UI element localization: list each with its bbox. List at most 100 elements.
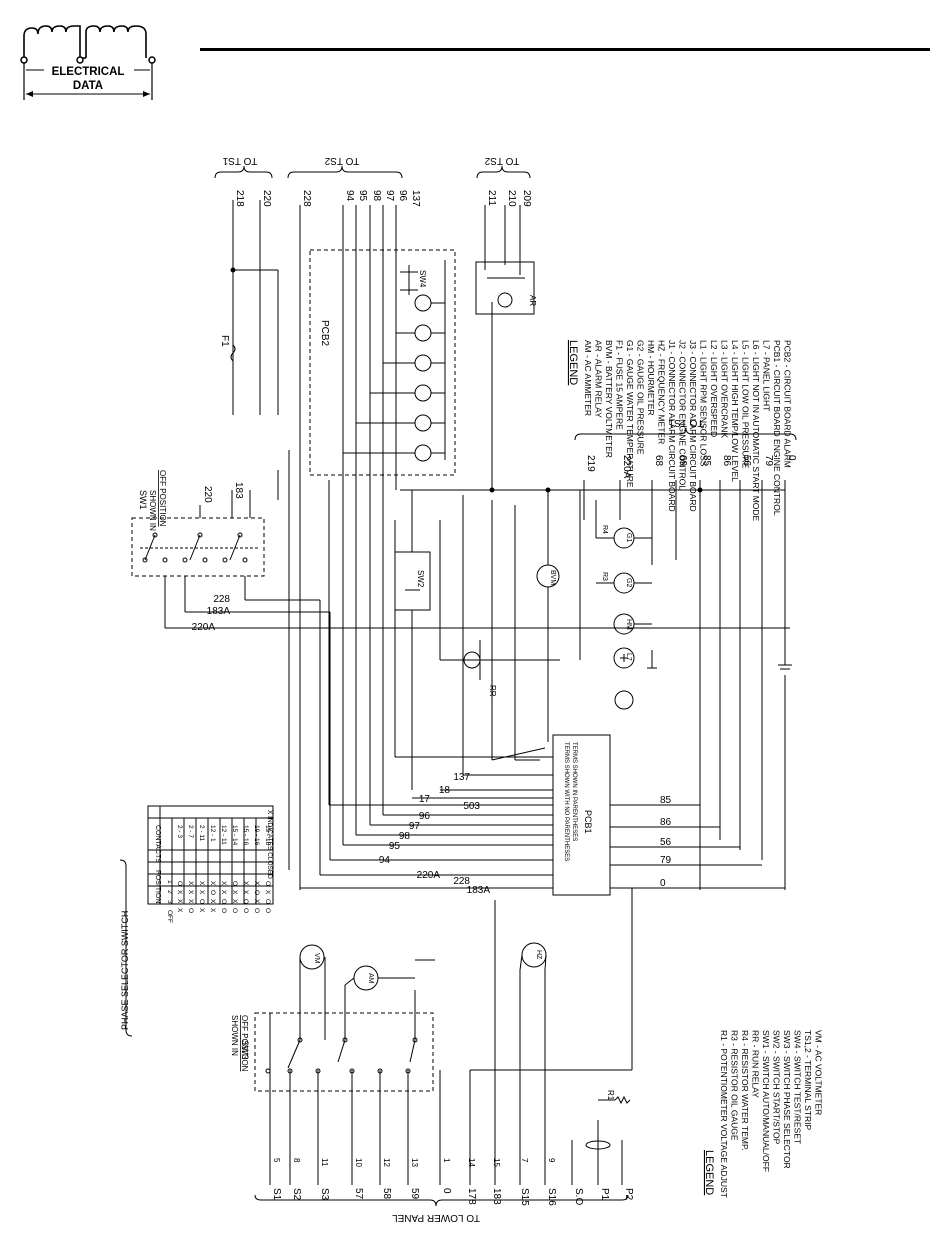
phase-state-cell: O — [198, 899, 205, 904]
logo-line2: DATA — [73, 80, 103, 92]
phase-state-cell: X — [242, 881, 249, 886]
sw4-label: SW4 — [418, 270, 427, 288]
pcb1-wire: 97 — [409, 821, 421, 832]
lower-terminal: 57 — [353, 1188, 364, 1200]
sw1-wire: 183 — [233, 482, 244, 499]
sw1-wire: 228 — [213, 594, 230, 605]
hm-label: HM — [625, 619, 632, 630]
phase-state-cell: X — [176, 908, 183, 913]
pcb1-wire: 228 — [453, 876, 470, 887]
phase-contact-cell: 19 - 16 — [253, 825, 260, 846]
wire-label: 0 — [786, 455, 797, 461]
lower-wire-num: 7 — [520, 1158, 529, 1163]
sw1-name: SW1 — [138, 490, 148, 510]
pcb1-out-wire: 56 — [660, 837, 672, 848]
legend-item: L6 - LIGHT NOT IN AUTOMATIC START MODE — [751, 340, 761, 522]
phase-state-cell: O — [242, 899, 249, 904]
r1-label: R1 — [606, 1090, 615, 1101]
pcb1-out-wire: 85 — [660, 795, 672, 806]
lower-wire-num: 14 — [467, 1158, 476, 1167]
r4-label: R4 — [601, 525, 608, 534]
lower-terminal: 59 — [409, 1188, 420, 1200]
phase-state-cell: X — [198, 881, 205, 886]
g2-label: G2 — [625, 578, 632, 587]
wire-label: 137 — [410, 190, 421, 207]
phase-state-cell: X — [187, 899, 194, 904]
pcb1-out-wire: 86 — [660, 817, 672, 828]
phase-footnote: X INDICATES CLOSED — [266, 810, 273, 879]
phase-position-col: 2 — [166, 890, 173, 894]
legend-item: PCB2 - CIRCUIT BOARD ALARM — [783, 340, 793, 468]
lower-wire-num: 12 — [382, 1158, 391, 1167]
legend-item: R3 - RESISTOR OIL GAUGE — [730, 1030, 740, 1141]
sw3-note2: OFF POSITION — [240, 1015, 249, 1072]
pcb1-wire: 96 — [419, 811, 431, 822]
sw3-note1: SHOWN IN — [230, 1015, 239, 1056]
legend-item: TS1,2 - TERMINAL STRIP — [803, 1030, 813, 1130]
coil-left-icon — [23, 25, 81, 58]
wire-label: 79 — [763, 455, 774, 467]
phase-contact-cell: 2 - 7 — [187, 825, 194, 838]
wire-label: 94 — [344, 190, 355, 202]
legend-item: PCB1 - CIRCUIT BOARD ENGINE CONTROL — [772, 340, 782, 516]
legend-item: R4 - RESISTOR WATER TEMP. — [740, 1030, 750, 1151]
phase-state-cell: X — [231, 890, 238, 895]
legend-item: G2 - GAUGE OIL PRESSURE — [636, 340, 646, 455]
pcb1-wire: 98 — [399, 831, 411, 842]
phase-state-cell: X — [198, 890, 205, 895]
phase-state-cell: O — [264, 881, 271, 886]
phase-state-cell: X — [176, 899, 183, 904]
wire-label: 56 — [741, 455, 752, 467]
phase-state-cell: X — [187, 881, 194, 886]
wire-label: 85 — [701, 455, 712, 467]
lower-terminal: P1 — [599, 1188, 610, 1201]
ar-label: AR — [528, 295, 537, 306]
lower-wire-num: 10 — [354, 1158, 363, 1167]
legend-item: L5 - LIGHT LOW OIL PRESSURE — [741, 340, 751, 469]
legend-item: L1 - LIGHT RPM SENSOR LOSS — [699, 340, 709, 467]
f1-label: F1 — [219, 335, 230, 347]
vm-label: VM — [313, 953, 320, 964]
phase-state-cell: X — [220, 890, 227, 895]
pcb1-note1: TERMS SHOWN WITH NO PARENTHESES — [563, 742, 569, 861]
phase-state-cell: X — [220, 881, 227, 886]
phase-position-col: 3 — [166, 900, 173, 904]
phase-state-cell: O — [253, 890, 260, 895]
sw1-wire: 220 — [202, 486, 213, 503]
legend-item: J1 - CONNECTOR ALARM CIRCUIT BOARD — [667, 340, 677, 512]
phase-state-cell: X — [264, 890, 271, 895]
page-header: ELECTRICAL DATA — [0, 0, 950, 110]
legend-item: J3 - CONNECTOR ALARM CIRCUIT BOARD — [688, 340, 698, 512]
phase-position-col: OFF — [166, 910, 173, 923]
r3-label: R3 — [601, 572, 608, 581]
phase-state-cell: O — [220, 899, 227, 904]
phase-state-cell: O — [253, 908, 260, 913]
legend-item: BVM - BATTERY VOLTMETER — [604, 340, 614, 458]
phase-state-cell: O — [231, 881, 238, 886]
pcb1-wire: 503 — [463, 801, 480, 812]
label-to-ts2-right: TO TS2 — [484, 155, 519, 166]
legend-item: SW1 - SWITCH AUTO/MANUAL/OFF — [761, 1030, 771, 1172]
pcb1-wire: 94 — [379, 855, 391, 866]
phase-state-cell: O — [231, 908, 238, 913]
phase-contact-cell: 19 - 18 — [264, 825, 271, 846]
phase-state-cell: X — [187, 890, 194, 895]
legend-item: L7 - PANEL LIGHT — [762, 340, 772, 411]
wire-label: 220A — [621, 455, 632, 479]
wire-label: 95 — [357, 190, 368, 202]
phase-contact-cell: 12 - 11 — [220, 825, 227, 845]
pcb1-wire: 183A — [467, 885, 491, 896]
lower-wire-num: 9 — [547, 1158, 556, 1163]
sw3-name: SW3 — [240, 1040, 250, 1060]
legend-item: HM - HOURMETER — [646, 340, 656, 416]
lower-terminal: S1 — [271, 1188, 282, 1201]
legend-item: AR - ALARM RELAY — [594, 340, 604, 418]
lower-wire-num: 11 — [320, 1158, 329, 1167]
phase-state-cell: X — [231, 899, 238, 904]
pcb1-wire: 17 — [419, 794, 431, 805]
coil-right-icon — [85, 25, 147, 58]
phase-state-cell: X — [176, 890, 183, 895]
legend-item: L3 - LIGHT OVERCRANK — [720, 340, 730, 438]
phase-state-cell: X — [209, 908, 216, 913]
